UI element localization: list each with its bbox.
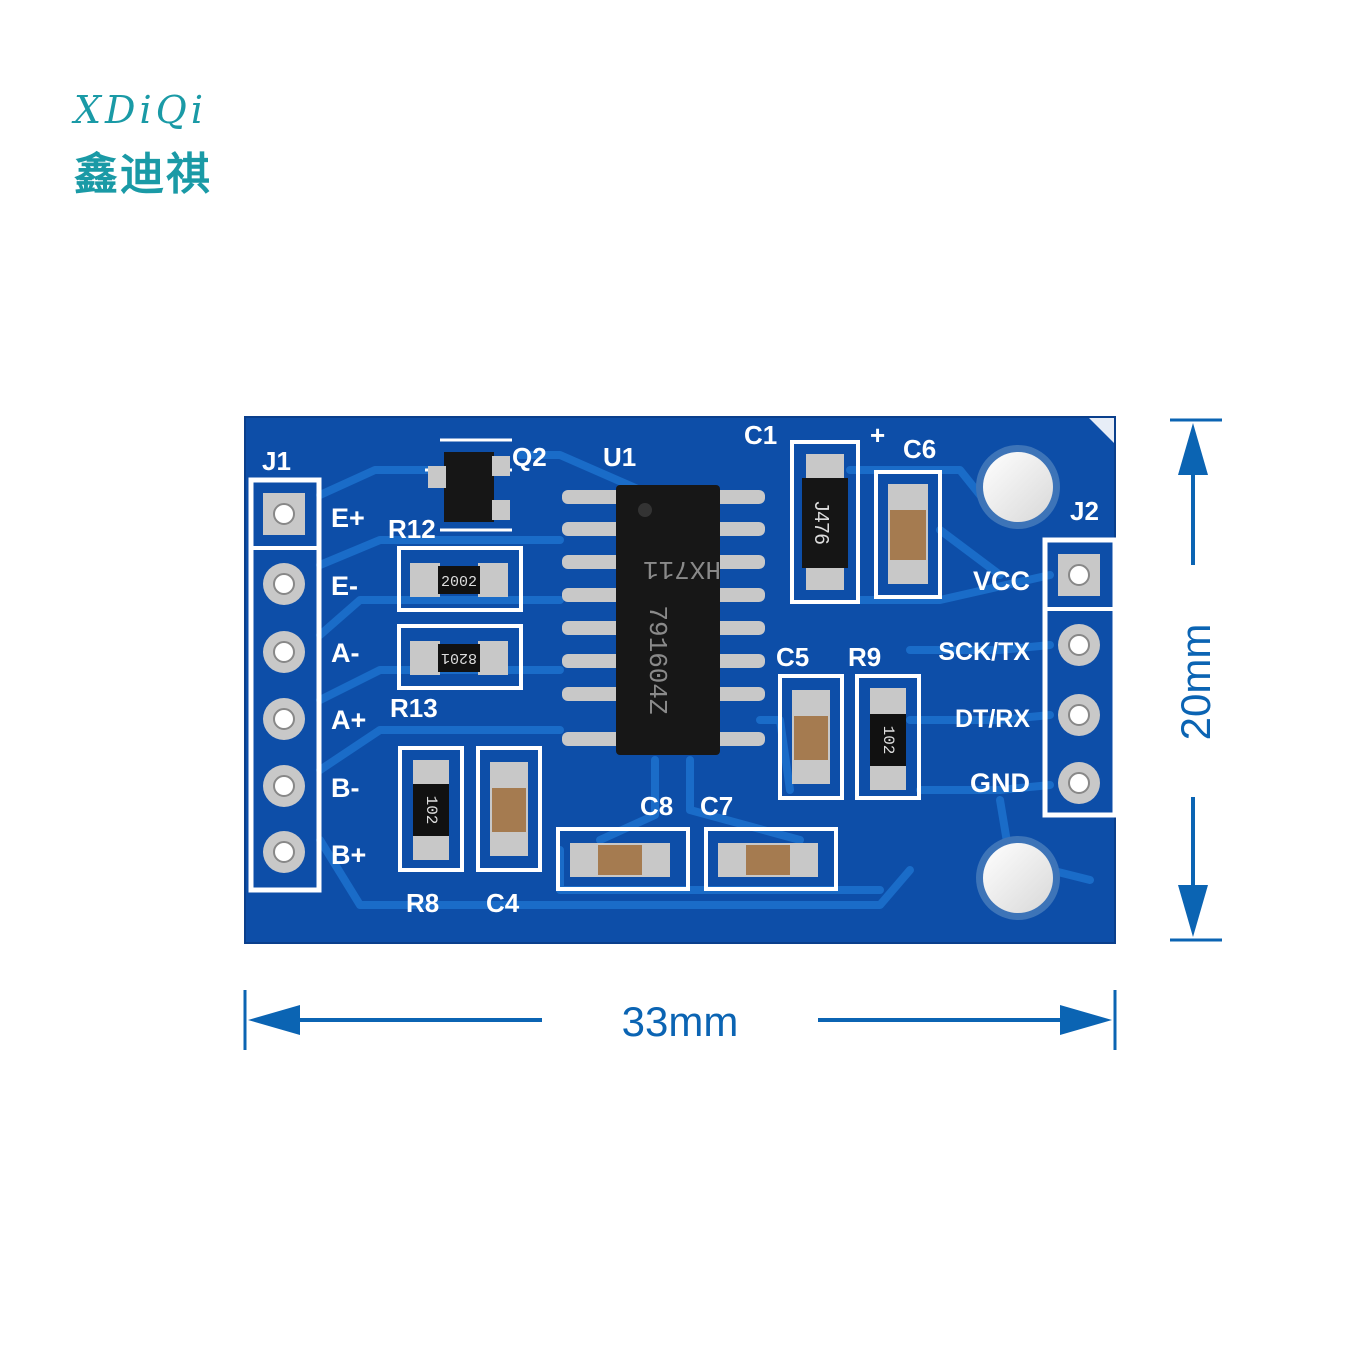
pin-label-a-plus: A+ [331,705,366,735]
chip-part-number: HX711 [643,554,721,584]
pin-label-b-minus: B- [331,773,360,803]
ref-c8: C8 [640,791,673,821]
ref-r9: R9 [848,642,881,672]
ref-c6: C6 [903,434,936,464]
brand-logo: XDiQi 鑫迪祺 [74,88,212,202]
resistor-r13: 8201 [397,624,523,690]
resistor-r8: 102 [398,746,464,872]
ref-r8: R8 [406,888,439,918]
ref-r12: R12 [388,514,436,544]
width-label: 33mm [622,998,739,1045]
height-label: 20mm [1172,624,1219,741]
label-j2: J2 [1070,496,1099,526]
ref-r13: R13 [390,693,438,723]
capacitor-c4 [476,746,542,872]
ref-c4: C4 [486,888,520,918]
capacitor-c8 [556,827,690,891]
connector-j1 [248,477,322,893]
pin-label-dt-rx: DT/RX [955,705,1030,733]
r8-marking: 102 [422,796,440,825]
chip-lot-code: 791604Z [642,605,672,714]
brand-name-cn: 鑫迪祺 [74,149,212,200]
ref-c1: C1 [744,420,777,450]
ref-c7: C7 [700,791,733,821]
label-j1: J1 [262,446,291,476]
c1-marking: J476 [810,501,832,544]
ref-u1: U1 [603,442,636,472]
width-dimension [243,990,1117,1050]
ref-plus: + [870,420,885,450]
pin-label-a-minus: A- [331,638,360,668]
capacitor-c1: J476 [790,440,860,604]
pin-label-b-plus: B+ [331,840,366,870]
pin-label-vcc: VCC [973,566,1030,596]
ref-c5: C5 [776,642,809,672]
pcb-traces [316,451,1094,909]
capacitor-c7 [704,827,838,891]
resistor-r12: 2002 [397,546,523,612]
pin-label-e-minus: E- [331,571,358,601]
pin-label-gnd: GND [970,768,1030,798]
resistor-r9: 102 [855,674,921,800]
ref-q2: Q2 [512,442,547,472]
pin-label-sck-tx: SCK/TX [938,638,1030,666]
connector-j2 [1042,537,1118,818]
j1-pads [263,493,305,873]
capacitor-c6 [874,470,942,599]
r12-marking: 2002 [441,574,477,591]
brand-name-en: XDiQi [74,88,207,132]
r13-marking: 8201 [441,649,477,666]
transistor-q2 [425,438,512,532]
capacitor-c5 [778,674,844,800]
silkscreen-labels: J1 J2 E+ E- A- A+ B- B+ VCC SCK/TX DT/RX… [262,420,1099,918]
mounting-holes [976,445,1060,920]
pin-label-e-plus: E+ [331,503,365,533]
height-dimension [1170,418,1222,942]
r9-marking: 102 [879,726,897,755]
chip-u1: HX711 791604Z [562,485,765,755]
